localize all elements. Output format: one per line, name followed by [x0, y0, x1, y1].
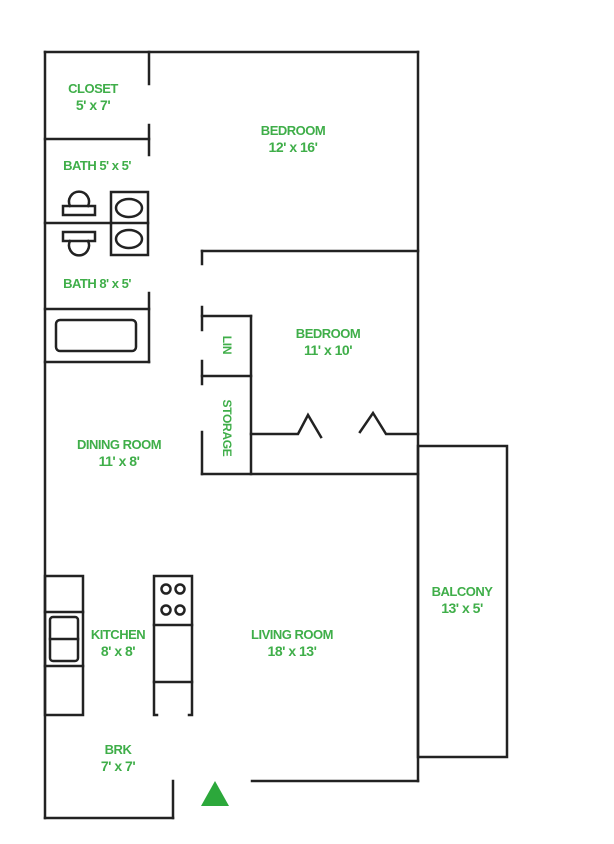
room-dims: 8' x 8' — [100, 643, 136, 659]
room-dims: 13' x 5' — [441, 600, 483, 616]
room-dims: 11' x 8' — [98, 453, 140, 469]
room-name: BEDROOM — [260, 123, 326, 138]
closet-bath-walls — [43, 50, 151, 364]
room-name: BALCONY — [431, 584, 493, 599]
room-name: BATH 5' x 5' — [63, 158, 131, 173]
room-dims: 5' x 7' — [75, 97, 111, 113]
room-dims: 11' x 10' — [303, 342, 353, 358]
room-name: LIVING ROOM — [251, 627, 333, 642]
room-label-linen: LIN — [220, 335, 234, 355]
room-label-bedroom-1: BEDROOM 12' x 16' — [260, 122, 326, 156]
room-label-balcony: BALCONY 13' x 5' — [432, 583, 493, 617]
room-label-storage: STORAGE — [220, 399, 234, 457]
room-dims: 7' x 7' — [100, 758, 136, 774]
room-label-kitchen: KITCHEN 8' x 8' — [90, 626, 146, 660]
room-name: BATH 8' x 5' — [63, 276, 131, 291]
room-name: CLOSET — [68, 81, 118, 96]
room-name: DINING ROOM — [76, 437, 162, 452]
room-label-breakfast: BRK 7' x 7' — [100, 741, 136, 775]
room-name: BRK — [104, 742, 132, 757]
bath-fixtures — [54, 190, 150, 353]
room-label-closet: CLOSET 5' x 7' — [68, 80, 118, 114]
room-dims: 18' x 13' — [267, 643, 317, 659]
room-label-dining-room: DINING ROOM 11' x 8' — [76, 436, 162, 470]
kitchen-fixtures — [43, 574, 194, 717]
room-name: KITCHEN — [90, 627, 146, 642]
room-name: BEDROOM — [295, 326, 361, 341]
balcony-outline — [416, 444, 509, 759]
room-label-living-room: LIVING ROOM 18' x 13' — [251, 626, 333, 660]
room-label-bath-2: BATH 8' x 5' — [63, 275, 131, 292]
room-dims: 12' x 16' — [268, 139, 318, 155]
entrance-triangle-icon — [201, 781, 229, 806]
room-label-bath-1: BATH 5' x 5' — [63, 157, 131, 174]
bedroom2-walls — [200, 249, 420, 476]
room-label-bedroom-2: BEDROOM 11' x 10' — [295, 325, 361, 359]
